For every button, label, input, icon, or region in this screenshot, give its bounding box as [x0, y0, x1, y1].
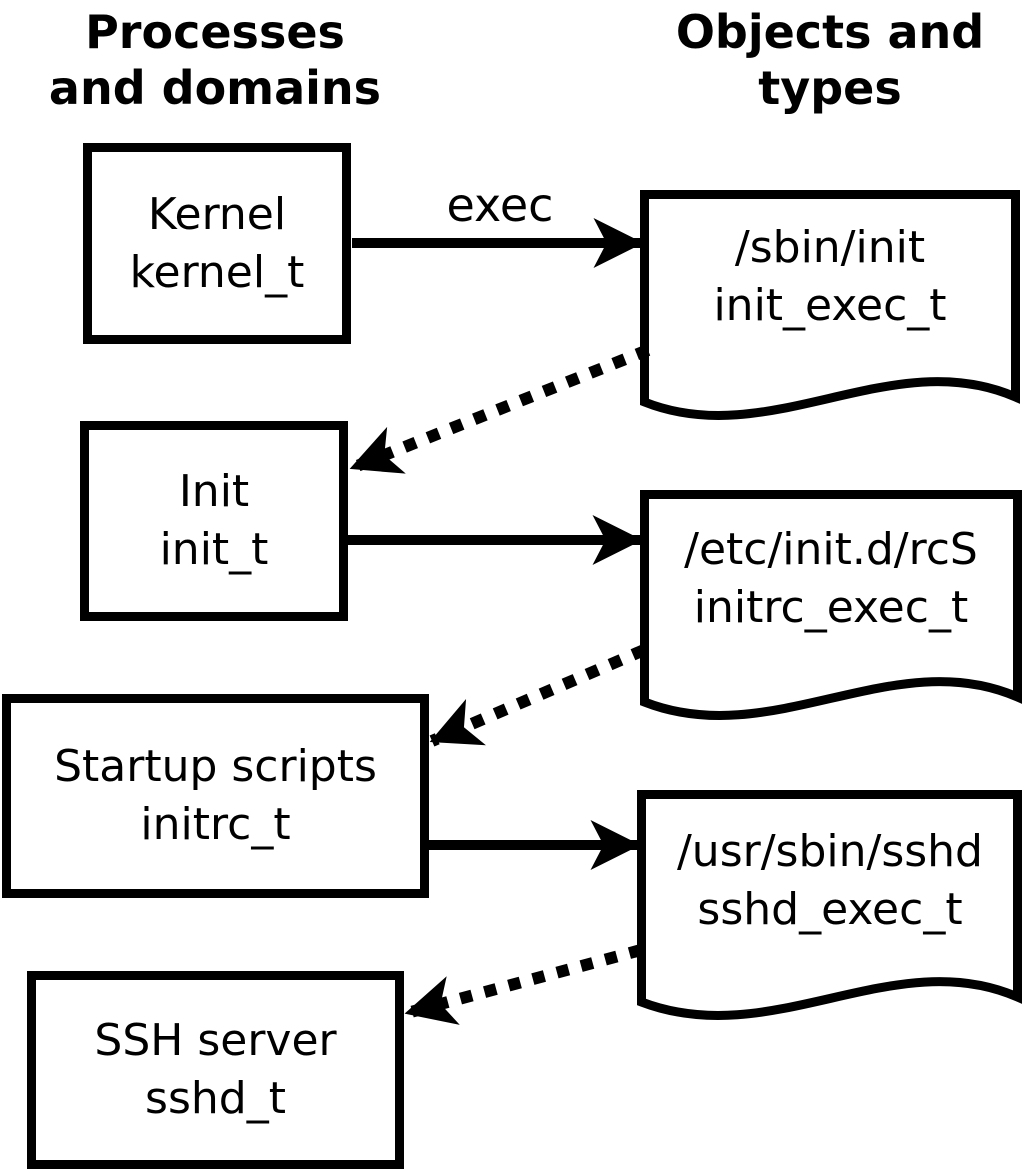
transition-arrow-sbin-init-to-init: [349, 344, 651, 474]
process-name: Startup scripts: [54, 741, 377, 792]
object-doc-usr-sbin-sshd: /usr/sbin/sshd sshd_exec_t: [640, 823, 1020, 939]
process-name: Kernel: [147, 188, 287, 240]
process-box-startup-scripts: Startup scripts initrc_t: [2, 694, 429, 898]
column-header-processes-line1: Processes: [85, 5, 345, 59]
exec-label: exec: [446, 178, 554, 232]
column-header-processes-line2: and domains: [48, 61, 382, 115]
process-domain-label: kernel_t: [129, 246, 305, 298]
object-type-label: init_exec_t: [713, 280, 947, 331]
document-shape-usr-sbin-sshd: [637, 790, 1022, 1020]
object-type-label: sshd_exec_t: [697, 884, 963, 935]
column-header-objects: Objects and types: [634, 4, 1024, 116]
column-header-objects-line2: types: [758, 61, 902, 115]
object-path: /usr/sbin/sshd: [676, 826, 983, 877]
document-shape-sbin-init: [640, 190, 1020, 420]
process-box-kernel: Kernel kernel_t: [83, 143, 351, 344]
object-doc-sbin-init: /sbin/init init_exec_t: [642, 219, 1018, 335]
column-header-processes: Processes and domains: [20, 4, 410, 116]
column-header-objects-line1: Objects and: [675, 5, 985, 59]
process-domain-label: sshd_t: [145, 1073, 286, 1124]
process-domain-label: initrc_t: [140, 799, 291, 850]
transition-arrow-usr-sbin-sshd-to-ssh-server: [404, 944, 643, 1025]
object-path: /etc/init.d/rcS: [684, 524, 978, 575]
object-type-label: initrc_exec_t: [693, 582, 969, 633]
transition-arrow-etc-initd-rcs-to-startup-scripts: [429, 644, 647, 747]
process-box-ssh-server: SSH server sshd_t: [27, 971, 404, 1169]
document-shape-etc-initd-rcs: [640, 490, 1022, 720]
object-path: /sbin/init: [734, 222, 926, 273]
process-name: Init: [178, 466, 250, 517]
process-box-init: Init init_t: [80, 421, 348, 621]
object-doc-etc-initd-rcs: /etc/init.d/rcS initrc_exec_t: [642, 521, 1020, 637]
process-domain-label: init_t: [159, 524, 269, 575]
process-name: SSH server: [94, 1015, 337, 1066]
